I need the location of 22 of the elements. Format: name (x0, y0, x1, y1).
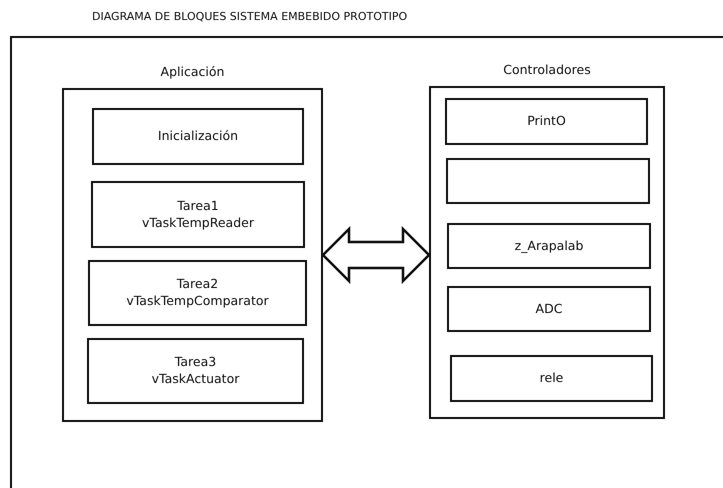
double-block-arrow (321, 226, 431, 284)
block-label: Tarea3 vTaskActuator (152, 354, 240, 388)
block-box (445, 98, 648, 145)
block-label: Tarea1 vTaskTempReader (142, 198, 254, 232)
block-box (87, 338, 304, 404)
group-box (10, 36, 723, 488)
block-label: Tarea2 vTaskTempComparator (126, 276, 269, 310)
block-box (447, 223, 651, 269)
block-label: z_Arapalab (514, 238, 584, 254)
block-label: rele (540, 370, 564, 387)
block-box (88, 260, 307, 326)
diagram-title: DIAGRAMA DE BLOQUES SISTEMA EMBEBIDO PROTOTIPO (92, 10, 408, 23)
block-label: Inicialización (158, 128, 238, 145)
group-heading: Controladores (503, 62, 591, 77)
block-label: ADC (536, 300, 562, 318)
group-heading: Aplicación (160, 64, 224, 79)
block-box (92, 108, 304, 165)
empty-box (446, 158, 650, 204)
block-box (447, 286, 651, 332)
block-box (91, 181, 305, 248)
block-label: PrintO (527, 113, 566, 130)
block-box (450, 355, 653, 402)
